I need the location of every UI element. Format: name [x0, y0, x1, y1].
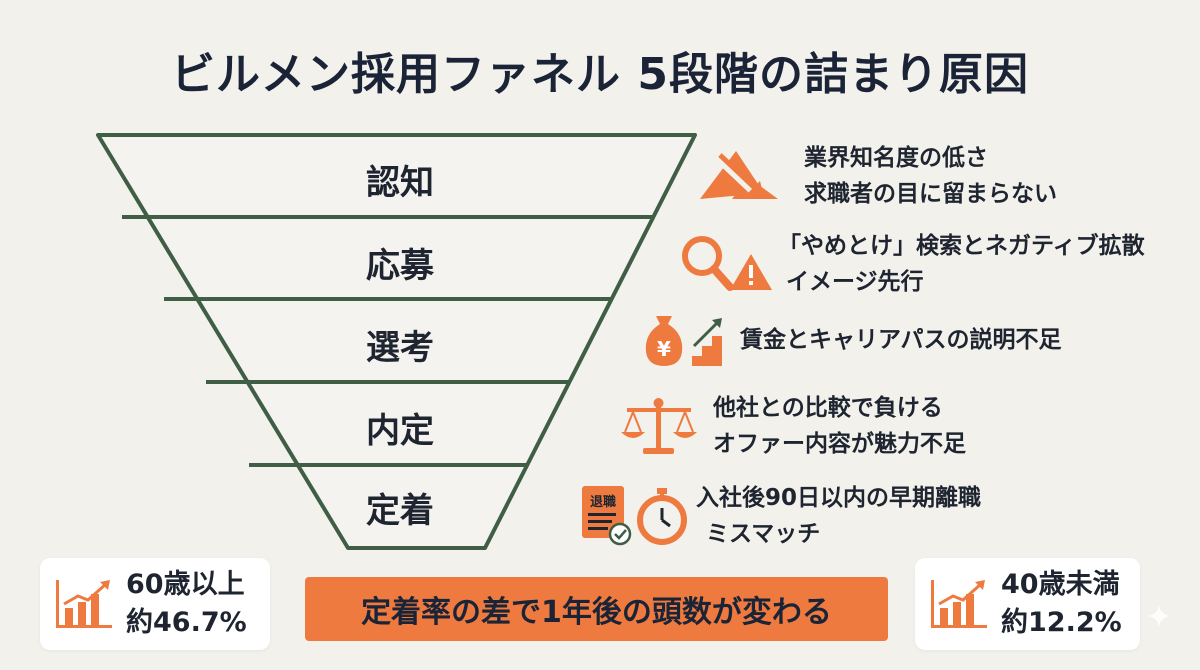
resignation-stopwatch-icon: 退職	[582, 486, 687, 546]
funnel-stage-application: 応募	[366, 246, 434, 286]
resignation-icon-label: 退職	[590, 494, 616, 510]
funnel-stage-awareness: 認知	[366, 163, 434, 203]
cause-application-line-2: イメージ先行	[786, 269, 924, 295]
stat-over-60-label: 60歳以上	[126, 569, 245, 600]
stat-card-under-40: 40歳未満 約12.2%	[915, 558, 1140, 650]
cause-application-line-1: 「やめとけ」検索とネガティブ拡散	[778, 233, 1145, 259]
cause-retention-line-2: ミスマッチ	[706, 521, 821, 547]
cause-retention-line-1: 入社後90日以内の早期離職	[696, 485, 982, 511]
cause-retention: 退職 入社後90日以内の早期離職 ミスマッチ	[578, 480, 981, 552]
cause-offer: 他社との比較で負ける オファー内容が魅力不足	[617, 390, 966, 462]
sparkle-icon	[1147, 604, 1171, 628]
funnel-stage-selection: 選考	[366, 328, 434, 368]
cause-offer-line-2: オファー内容が魅力不足	[713, 431, 966, 457]
cause-selection: ¥ 賃金とキャリアパスの説明不足	[640, 310, 1062, 370]
magnifier-warning-icon	[682, 236, 772, 291]
funnel-outline	[96, 133, 697, 550]
bar-chart-up-icon	[56, 580, 112, 628]
cause-awareness-line-2: 求職者の目に留まらない	[804, 181, 1057, 207]
balance-scale-icon	[621, 398, 697, 454]
funnel-stage-retention: 定着	[366, 491, 434, 531]
stat-over-60-value: 約46.7%	[126, 607, 247, 638]
stat-under-40-label: 40歳未満	[1001, 569, 1120, 600]
declining-triangle-icon	[700, 151, 778, 199]
svg-text:¥: ¥	[657, 337, 671, 361]
yen-bag-stairs-icon: ¥	[645, 316, 722, 366]
cause-application: 「やめとけ」検索とネガティブ拡散 イメージ先行	[676, 228, 1145, 300]
retention-banner: 定着率の差で1年後の頭数が変わる	[305, 577, 888, 641]
bar-chart-up-icon	[931, 580, 987, 628]
cause-awareness: 業界知名度の低さ 求職者の目に留まらない	[694, 140, 1057, 212]
stat-under-40-value: 約12.2%	[1001, 607, 1122, 638]
page-title: ビルメン採用ファネル 5段階の詰まり原因	[171, 49, 1029, 100]
cause-awareness-line-1: 業界知名度の低さ	[804, 145, 988, 171]
cause-offer-line-1: 他社との比較で負ける	[713, 395, 943, 421]
cause-selection-line-1: 賃金とキャリアパスの説明不足	[740, 327, 1062, 353]
stat-card-over-60: 60歳以上 約46.7%	[40, 558, 270, 650]
funnel-stage-offer: 内定	[366, 411, 434, 451]
